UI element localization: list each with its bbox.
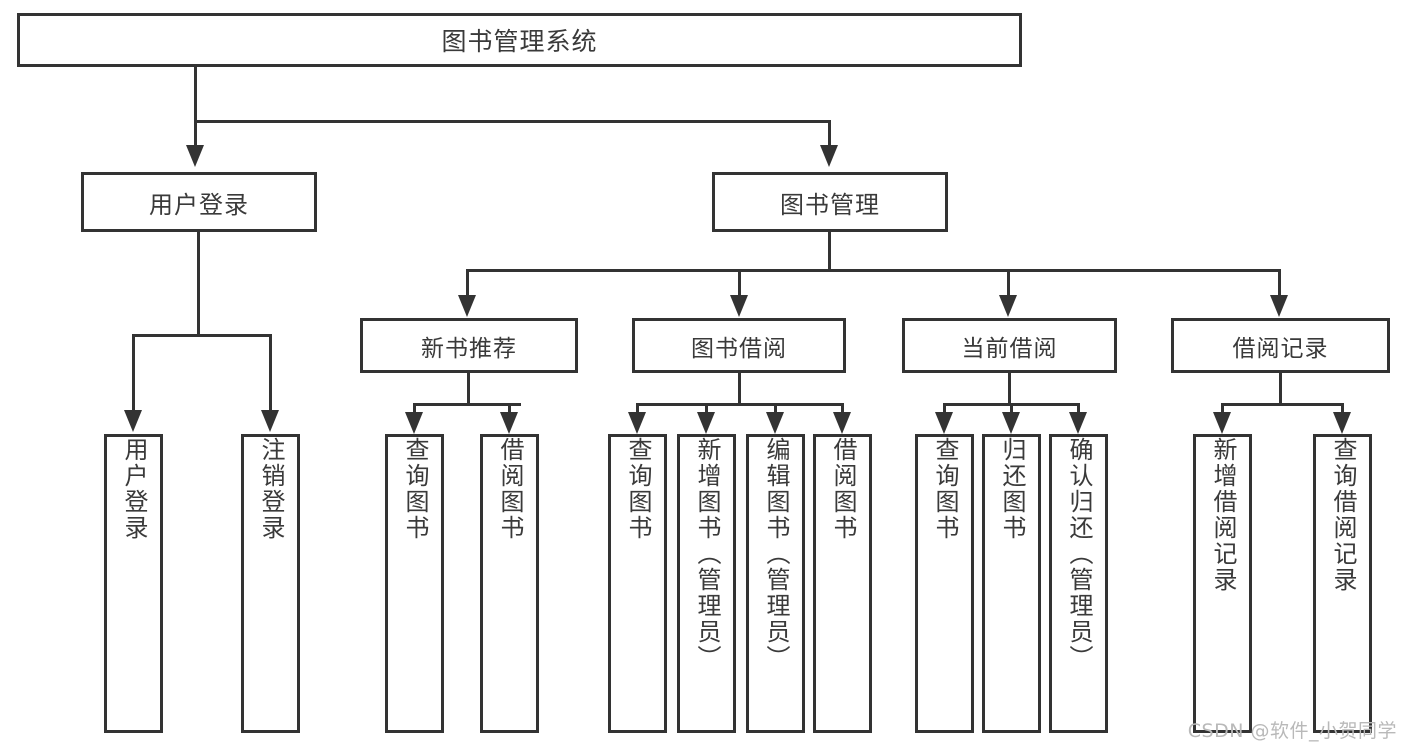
arrow-down-icon [186, 145, 204, 167]
arrow-down-icon [1270, 295, 1288, 317]
arrow-down-icon [500, 412, 518, 434]
arrow-down-icon [820, 145, 838, 167]
arrow-down-icon [405, 412, 423, 434]
arrow-down-icon [124, 410, 142, 432]
arrow-down-icon [1002, 412, 1020, 434]
node-root-system[interactable]: 图书管理系统 [17, 13, 1022, 67]
leaf-add-book-admin[interactable]: 新增图书（管理员） [677, 434, 736, 733]
connector-newbook-to-leaf-1 [413, 403, 416, 415]
node-current-borrow[interactable]: 当前借阅 [902, 318, 1117, 373]
node-label: 当前借阅 [961, 335, 1058, 362]
arrow-down-icon [999, 295, 1017, 317]
arrow-down-icon [833, 412, 851, 434]
leaf-user-login[interactable]: 用户登录 [104, 434, 163, 733]
connector-bookmgmt-bar [466, 269, 1278, 272]
connector-newbook-stem [467, 373, 470, 406]
leaf-label: 编辑图书（管理员） [761, 437, 790, 671]
connector-bookborrow-bar [636, 403, 843, 406]
connector-bookborrow-to-leaf-1 [636, 403, 639, 415]
connector-root-bar [194, 120, 831, 123]
leaf-label: 借阅图书 [828, 437, 857, 541]
connector-root-to-bookmgmt [828, 120, 831, 146]
leaf-borrow-book[interactable]: 借阅图书 [813, 434, 872, 733]
connector-bookmgmt-to-l3-4 [1278, 269, 1281, 297]
connector-currentborrow-to-leaf-3 [1077, 403, 1080, 415]
leaf-label: 注销登录 [256, 437, 285, 541]
leaf-label: 查询图书 [930, 437, 959, 541]
connector-currentborrow-to-leaf-1 [943, 403, 946, 415]
connector-root-stem [194, 66, 197, 122]
node-label: 借阅记录 [1232, 335, 1329, 362]
arrow-down-icon [458, 295, 476, 317]
connector-newbook-bar [413, 403, 521, 406]
arrow-down-icon [628, 412, 646, 434]
connector-borrowrecord-bar [1221, 403, 1344, 406]
arrow-down-icon [1213, 412, 1231, 434]
connector-bookborrow-to-leaf-3 [774, 403, 777, 415]
arrow-down-icon [730, 295, 748, 317]
connector-bookmgmt-stem [828, 232, 831, 272]
leaf-label: 新增图书（管理员） [692, 437, 721, 671]
arrow-down-icon [1069, 412, 1087, 434]
connector-bookborrow-to-leaf-2 [705, 403, 708, 415]
leaf-label: 查询借阅记录 [1328, 437, 1357, 593]
node-label: 新书推荐 [421, 335, 517, 362]
node-borrow-record[interactable]: 借阅记录 [1171, 318, 1390, 373]
connector-bookmgmt-to-l3-2 [738, 269, 741, 297]
connector-newbook-to-leaf-2 [508, 403, 511, 415]
connector-borrowrecord-to-leaf-2 [1341, 403, 1344, 415]
arrow-down-icon [1333, 412, 1351, 434]
leaf-label: 查询图书 [400, 437, 429, 541]
leaf-logout-login[interactable]: 注销登录 [241, 434, 300, 733]
node-user-login[interactable]: 用户登录 [81, 172, 317, 232]
leaf-return-book[interactable]: 归还图书 [982, 434, 1041, 733]
node-book-management[interactable]: 图书管理 [712, 172, 948, 232]
leaf-query-borrow-record[interactable]: 查询借阅记录 [1313, 434, 1372, 733]
connector-userlogin-to-leaf-2 [269, 334, 272, 412]
connector-bookborrow-to-leaf-4 [841, 403, 844, 415]
leaf-query-book-newbook[interactable]: 查询图书 [385, 434, 444, 733]
connector-bookborrow-stem [738, 373, 741, 406]
node-label: 图书管理系统 [441, 27, 598, 56]
leaf-edit-book-admin[interactable]: 编辑图书（管理员） [746, 434, 805, 733]
leaf-confirm-return-admin[interactable]: 确认归还（管理员） [1049, 434, 1108, 733]
node-label: 用户登录 [149, 190, 249, 219]
leaf-label: 查询图书 [623, 437, 652, 541]
leaf-label: 借阅图书 [495, 437, 524, 541]
leaf-label: 用户登录 [119, 437, 148, 541]
connector-currentborrow-stem [1008, 373, 1011, 406]
arrow-down-icon [935, 412, 953, 434]
node-label: 图书管理 [780, 190, 880, 219]
arrow-down-icon [261, 410, 279, 432]
leaf-query-book-current[interactable]: 查询图书 [915, 434, 974, 733]
leaf-borrow-book-newbook[interactable]: 借阅图书 [480, 434, 539, 733]
connector-borrowrecord-stem [1279, 373, 1282, 406]
leaf-add-borrow-record[interactable]: 新增借阅记录 [1193, 434, 1252, 733]
arrow-down-icon [697, 412, 715, 434]
connector-bookmgmt-to-l3-3 [1007, 269, 1010, 297]
connector-currentborrow-to-leaf-2 [1010, 403, 1013, 415]
node-label: 图书借阅 [691, 335, 787, 362]
node-new-book-recommend[interactable]: 新书推荐 [360, 318, 578, 373]
connector-bookmgmt-to-l3-1 [466, 269, 469, 297]
leaf-label: 新增借阅记录 [1208, 437, 1237, 593]
node-book-borrow[interactable]: 图书借阅 [632, 318, 846, 373]
leaf-query-book-borrow[interactable]: 查询图书 [608, 434, 667, 733]
connector-userlogin-stem [197, 232, 200, 337]
arrow-down-icon [766, 412, 784, 434]
csdn-watermark: CSDN @软件_小贺同学 [1187, 720, 1397, 742]
connector-root-to-userlogin [194, 120, 197, 146]
connector-userlogin-to-leaf-1 [132, 334, 135, 412]
connector-userlogin-bar [132, 334, 272, 337]
connector-borrowrecord-to-leaf-1 [1221, 403, 1224, 415]
leaf-label: 确认归还（管理员） [1064, 437, 1093, 671]
leaf-label: 归还图书 [997, 437, 1026, 541]
